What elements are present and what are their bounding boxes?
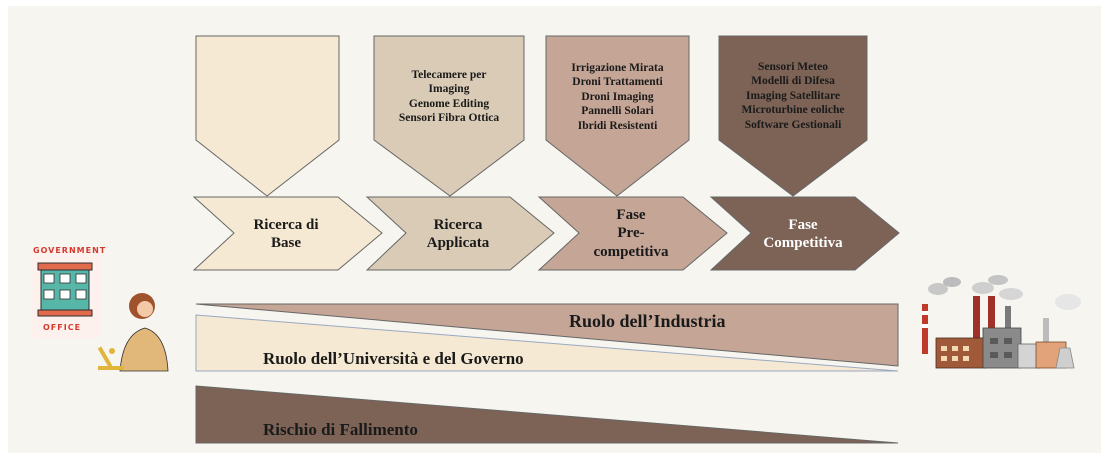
stage-arrow-4 (709, 196, 900, 271)
industry-role-wedge (195, 303, 899, 367)
tech-box-4 (718, 35, 868, 197)
stage-arrow-1 (192, 196, 383, 271)
university-government-role-wedge (195, 314, 899, 372)
tech-list-4: Sensori Meteo Modelli di Difesa Imaging … (741, 61, 845, 131)
university-government-role-label: Ruolo dell’Università e del Governo (263, 349, 524, 368)
government-office-researcher-icon (31, 249, 169, 372)
tech-list-2: Telecamere per Imaging Genome Editing Se… (398, 69, 500, 125)
stage-label-1: Ricerca di Base (253, 217, 319, 252)
failure-risk-label: Rischio di Fallimento (263, 420, 418, 439)
government-sign-top: GOVERNMENT (33, 246, 107, 255)
stage-label-2: Ricerca Applicata (426, 217, 490, 252)
stage-arrow-3 (537, 196, 728, 271)
stage-label-4: Fase Competitiva (763, 217, 843, 252)
government-sign-bottom: OFFICE (43, 323, 82, 332)
tech-list-3: Irrigazione Mirata Droni Trattamenti Dro… (571, 62, 664, 132)
industry-role-label: Ruolo dell’Industria (569, 311, 726, 331)
failure-risk-wedge (195, 385, 899, 444)
tech-box-1 (195, 35, 340, 197)
tech-box-2 (373, 35, 525, 197)
stage-arrow-2 (365, 196, 555, 271)
factory-icon (922, 275, 1081, 369)
stage-label-3: Fase Pre- competitiva (593, 207, 669, 260)
tech-box-3 (545, 35, 690, 197)
diagram-canvas: GOVERNMENT OFFICE Telecamere per Imaging… (8, 6, 1101, 453)
diagram-svg (31, 35, 1081, 444)
